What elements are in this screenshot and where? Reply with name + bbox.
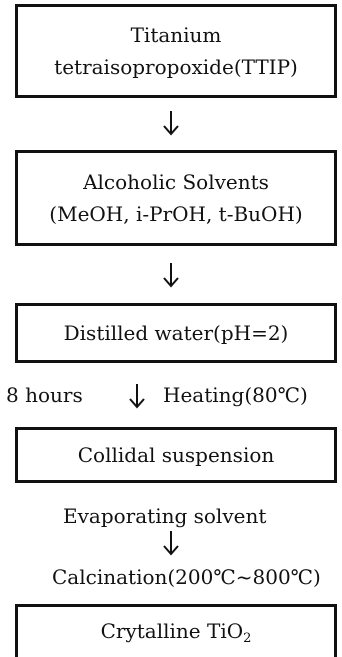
duration-label: 8 hours xyxy=(6,383,83,407)
step-box-ttip-line1: Titanium xyxy=(130,23,222,47)
down-arrow-icon xyxy=(161,530,181,556)
step-box-ttip: Titanium tetraisopropoxide(TTIP) xyxy=(15,4,337,98)
step-box-ttip-line2: tetraisopropoxide(TTIP) xyxy=(54,55,298,79)
step-box-colloidal-suspension: Collidal suspension xyxy=(15,427,337,483)
tio2-text: Crytalline TiO xyxy=(100,619,244,643)
down-arrow-icon xyxy=(127,383,147,409)
step-box-alcoholic-solvents: Alcoholic Solvents (MeOH, i-PrOH, t-BuOH… xyxy=(15,150,337,246)
step-box-tio2-line1: Crytalline TiO2 xyxy=(101,615,252,655)
calcination-condition-label: Calcination(200℃~800℃) xyxy=(52,565,321,589)
step-box-water-line1: Distilled water(pH=2) xyxy=(63,321,289,345)
step-box-crystalline-tio2: Crytalline TiO2 xyxy=(15,604,337,657)
step-box-distilled-water: Distilled water(pH=2) xyxy=(15,303,337,363)
down-arrow-icon xyxy=(161,110,181,136)
step-box-suspension-line1: Collidal suspension xyxy=(77,443,275,467)
step-box-solvents-line2: (MeOH, i-PrOH, t-BuOH) xyxy=(49,202,303,226)
step-box-solvents-line1: Alcoholic Solvents xyxy=(83,170,269,194)
evaporation-condition-label: Evaporating solvent xyxy=(63,504,267,528)
heating-condition-label: Heating(80℃) xyxy=(163,383,308,407)
down-arrow-icon xyxy=(161,262,181,288)
tio2-subscript: 2 xyxy=(243,631,252,646)
